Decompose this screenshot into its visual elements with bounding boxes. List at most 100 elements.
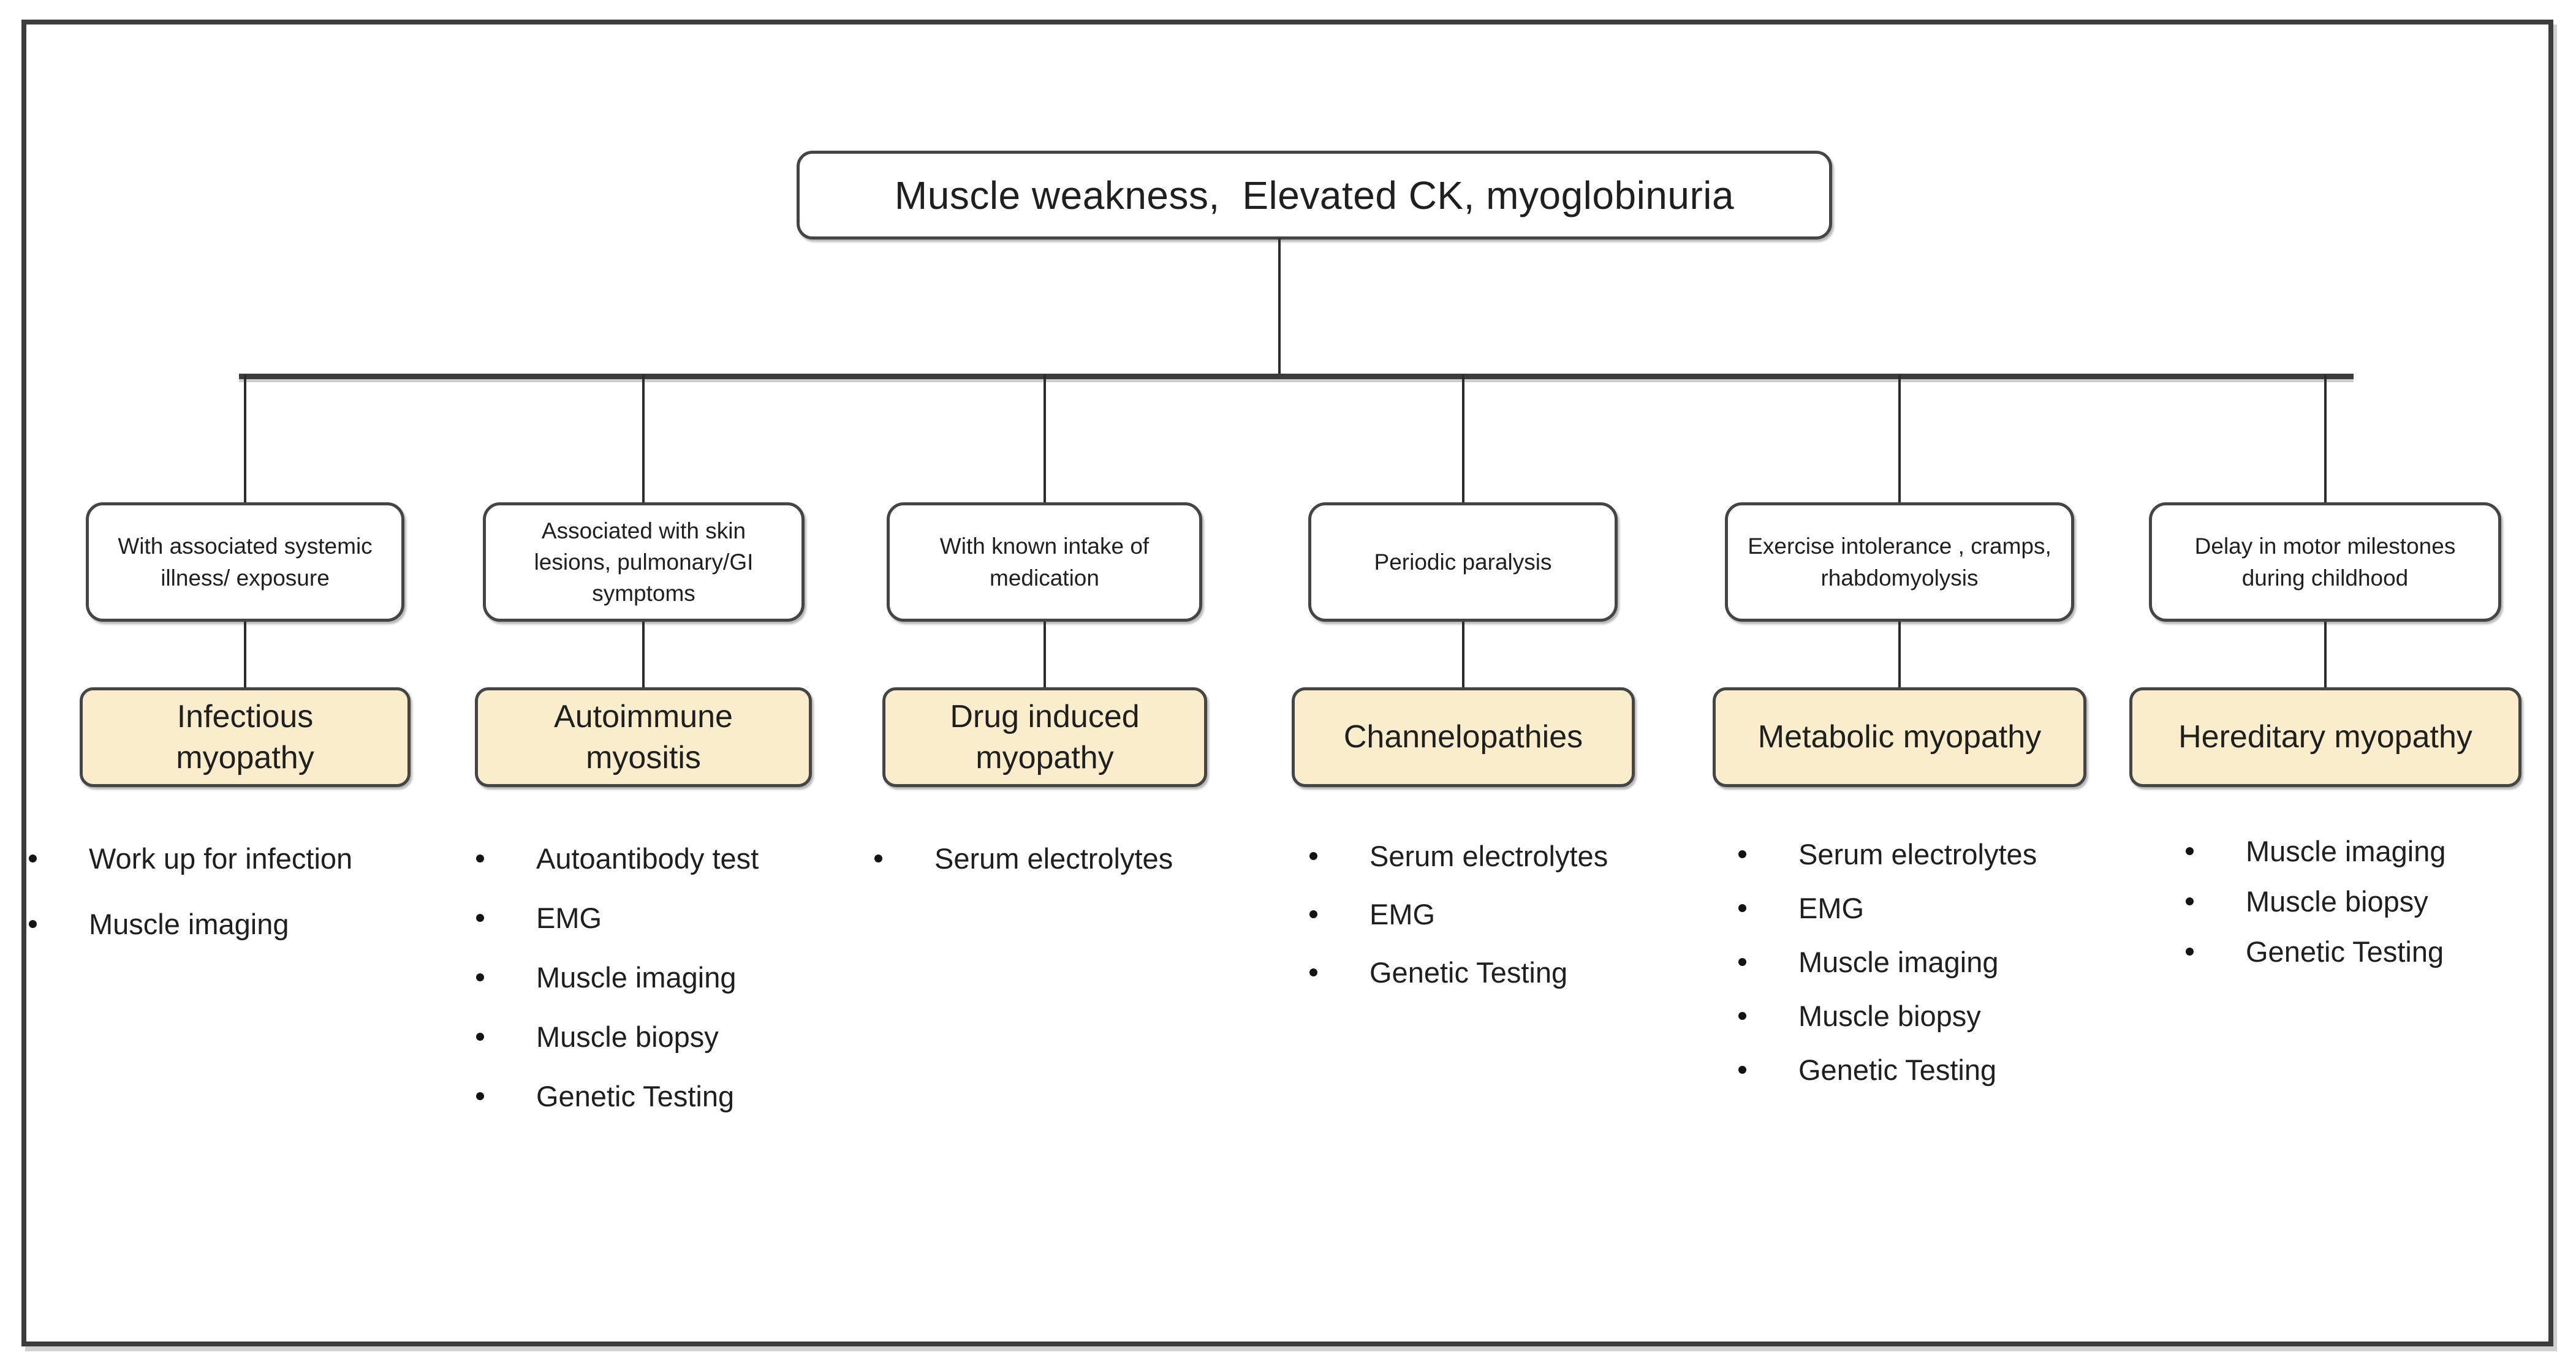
condition-node: With associated systemic illness/ exposu… (86, 502, 404, 622)
bullet-icon (476, 855, 484, 862)
root-trunk-connector (1278, 238, 1281, 375)
outer-frame (21, 20, 2553, 1346)
bullet-icon (29, 920, 37, 928)
bullet-icon (874, 855, 882, 862)
diagnosis-label: Infectious myopathy (176, 698, 314, 775)
tests-list: Serum electrolytes (873, 840, 1173, 877)
diagnosis-node: Hereditary myopathy (2129, 687, 2521, 787)
bullet-icon (1309, 968, 1317, 976)
test-label: Genetic Testing (1369, 956, 1568, 989)
bullet-icon (1738, 1012, 1746, 1020)
node-connector (2324, 622, 2327, 687)
test-label: Serum electrolytes (934, 842, 1173, 875)
diagnosis-label: Metabolic myopathy (1757, 719, 2042, 755)
test-item: Muscle biopsy (2184, 883, 2446, 920)
condition-label: Delay in motor milestones during childho… (2194, 534, 2456, 591)
test-label: Muscle biopsy (2246, 885, 2428, 918)
diagnosis-node: Drug induced myopathy (882, 687, 1207, 787)
drop-line-1 (244, 375, 246, 502)
condition-label: Exercise intolerance , cramps, rhabdomyo… (1748, 534, 2051, 591)
node-connector (642, 622, 645, 687)
test-label: Genetic Testing (536, 1080, 735, 1112)
test-label: Work up for infection (89, 842, 353, 875)
bullet-icon (29, 855, 37, 862)
diagnosis-node: Metabolic myopathy (1713, 687, 2086, 787)
test-item: Serum electrolytes (1308, 838, 1608, 875)
test-item: Genetic Testing (2184, 934, 2446, 970)
drop-line-5 (1898, 375, 1901, 502)
node-connector (1462, 622, 1464, 687)
bullet-icon (1738, 850, 1746, 858)
diagnosis-label: Drug induced myopathy (950, 698, 1140, 775)
test-item: Muscle biopsy (1737, 998, 2037, 1035)
diagnosis-label: Hereditary myopathy (2178, 719, 2472, 755)
bullet-icon (476, 1092, 484, 1100)
diagnosis-label: Autoimmune myositis (554, 698, 733, 775)
test-label: Autoantibody test (536, 842, 759, 875)
drop-line-2 (642, 375, 645, 502)
test-item: Serum electrolytes (873, 840, 1173, 877)
test-item: EMG (1737, 890, 2037, 927)
test-label: Muscle imaging (2246, 835, 2446, 867)
node-connector (1898, 622, 1901, 687)
condition-node: Periodic paralysis (1308, 502, 1618, 622)
bullet-icon (1738, 1066, 1746, 1074)
test-item: EMG (475, 900, 759, 937)
condition-node: With known intake of medication (887, 502, 1202, 622)
test-item: Muscle imaging (28, 906, 352, 943)
bullet-icon (1738, 904, 1746, 912)
test-item: Muscle biopsy (475, 1019, 759, 1055)
drop-line-6 (2324, 375, 2327, 502)
drop-line-3 (1044, 375, 1046, 502)
test-label: Muscle imaging (1798, 946, 1999, 978)
diagnosis-label: Channelopathies (1343, 719, 1583, 755)
test-item: Genetic Testing (1308, 954, 1608, 991)
root-node: Muscle weakness, Elevated CK, myoglobinu… (797, 151, 1832, 240)
test-item: Serum electrolytes (1737, 836, 2037, 873)
test-label: Serum electrolytes (1369, 840, 1608, 872)
test-label: Muscle imaging (89, 908, 289, 940)
test-label: Muscle biopsy (1798, 1000, 1981, 1032)
bullet-icon (2186, 948, 2194, 956)
condition-label: Associated with skin lesions, pulmonary/… (534, 518, 754, 606)
condition-label: With associated systemic illness/ exposu… (118, 534, 373, 591)
node-connector (244, 622, 246, 687)
condition-node: Delay in motor milestones during childho… (2149, 502, 2501, 622)
bullet-icon (476, 973, 484, 981)
test-label: Muscle imaging (536, 961, 737, 994)
test-item: Muscle imaging (2184, 833, 2446, 870)
condition-label: Periodic paralysis (1374, 549, 1552, 575)
test-item: Genetic Testing (475, 1078, 759, 1115)
test-label: EMG (1369, 898, 1436, 930)
root-node-label: Muscle weakness, Elevated CK, myoglobinu… (894, 173, 1735, 217)
test-item: Autoantibody test (475, 840, 759, 877)
bullet-icon (476, 1033, 484, 1041)
test-label: Genetic Testing (1798, 1054, 1997, 1086)
diagnosis-node: Channelopathies (1292, 687, 1635, 787)
bullet-icon (1309, 852, 1317, 860)
bullet-icon (2186, 847, 2194, 855)
condition-node: Exercise intolerance , cramps, rhabdomyo… (1725, 502, 2074, 622)
test-item: Genetic Testing (1737, 1052, 2037, 1089)
test-label: Serum electrolytes (1798, 838, 2037, 870)
diagnosis-node: Autoimmune myositis (475, 687, 812, 787)
bullet-icon (1738, 958, 1746, 966)
test-label: Muscle biopsy (536, 1021, 719, 1053)
node-connector (1044, 622, 1046, 687)
bullet-icon (2186, 897, 2194, 905)
diagnosis-node: Infectious myopathy (80, 687, 411, 787)
condition-label: With known intake of medication (939, 534, 1150, 591)
test-label: Genetic Testing (2246, 935, 2444, 968)
bullet-icon (476, 914, 484, 922)
condition-node: Associated with skin lesions, pulmonary/… (483, 502, 805, 622)
branch-horizontal-connector (239, 374, 2354, 379)
test-item: Work up for infection (28, 840, 352, 877)
test-item: EMG (1308, 896, 1608, 933)
test-item: Muscle imaging (1737, 944, 2037, 981)
